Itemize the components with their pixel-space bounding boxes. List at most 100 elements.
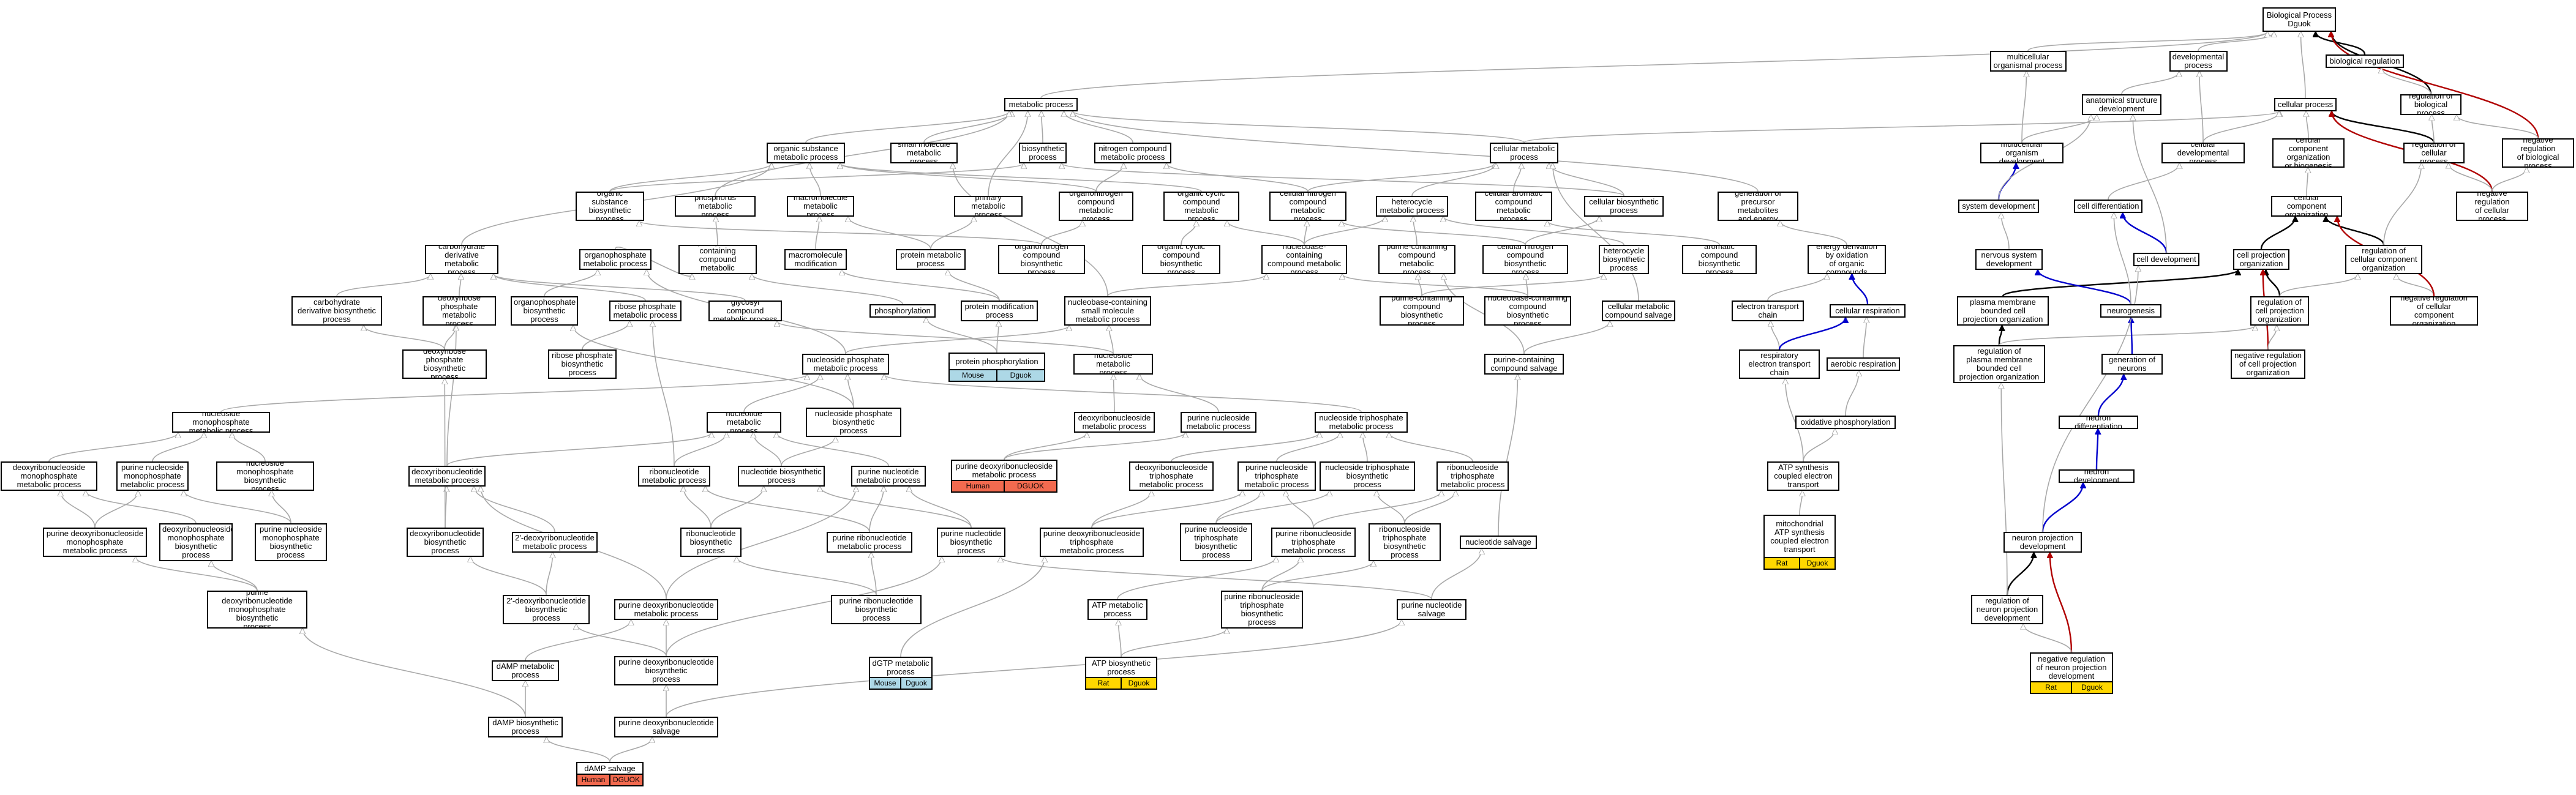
go-term-anat[interactable]: anatomical structure development xyxy=(2082,94,2161,115)
go-term-orgsub[interactable]: organic substance metabolic process xyxy=(767,143,845,163)
go-term-osbio[interactable]: organic substance biosynthetic process xyxy=(576,192,644,221)
go-term-pmbcpo[interactable]: plasma membrane bounded cell projection … xyxy=(1957,296,2049,326)
go-term-phcmet[interactable]: phosphate-containing compound metabolic … xyxy=(678,245,757,274)
go-term-neurdiff[interactable]: neuron differentiation xyxy=(2059,416,2138,429)
go-term-pdnsalv[interactable]: purine deoxyribonucleotide salvage xyxy=(614,717,718,737)
go-term-onbio[interactable]: organonitrogen compound biosynthetic pro… xyxy=(998,245,1085,274)
go-term-celldev[interactable]: cell development xyxy=(2133,253,2199,266)
go-term-ddnuctbio[interactable]: 2'-deoxyribonucleotide biosynthetic proc… xyxy=(503,595,590,624)
go-term-pnuctmet[interactable]: purine nucleotide metabolic process xyxy=(851,466,926,487)
go-term-pdnucmet[interactable]: purine deoxyribonucleoside metabolic pro… xyxy=(951,460,1057,493)
go-term-regcpo[interactable]: regulation of cell projection organizati… xyxy=(2250,296,2309,326)
go-term-cpo[interactable]: cell projection organization xyxy=(2233,249,2289,270)
go-term-dnucmet[interactable]: deoxyribonucleoside metabolic process xyxy=(1074,412,1155,433)
go-term-acbio[interactable]: aromatic compound biosynthetic process xyxy=(1682,245,1757,274)
go-term-carbbio[interactable]: carbohydrate derivative biosynthetic pro… xyxy=(291,296,382,326)
go-term-neurdev[interactable]: neuron development xyxy=(2059,469,2135,483)
go-term-cnmet[interactable]: cellular nitrogen compound metabolic pro… xyxy=(1269,192,1346,221)
go-term-cmcs[interactable]: cellular metabolic compound salvage xyxy=(1602,300,1675,321)
go-term-pnuctbio[interactable]: purine nucleotide biosynthetic process xyxy=(937,528,1005,557)
go-term-hetmet[interactable]: heterocycle metabolic process xyxy=(1376,196,1448,217)
go-term-pnsalv[interactable]: purine nucleotide salvage xyxy=(1397,599,1466,620)
go-term-pntpbio[interactable]: purine nucleoside triphosphate biosynthe… xyxy=(1180,523,1252,561)
go-term-drpbio[interactable]: deoxyribose phosphate biosynthetic proce… xyxy=(402,349,487,379)
go-term-npd[interactable]: neuron projection development xyxy=(2003,532,2082,553)
go-term-ntpmet[interactable]: nucleoside triphosphate metabolic proces… xyxy=(1315,412,1408,433)
go-term-nmpbio[interactable]: nucleoside monophosphate biosynthetic pr… xyxy=(216,461,314,491)
go-term-prntpbio[interactable]: purine ribonucleoside triphosphate biosy… xyxy=(1221,591,1303,629)
go-term-orgphbio[interactable]: organophosphate biosynthetic process xyxy=(511,296,578,326)
go-term-regpmb[interactable]: regulation of plasma membrane bounded ce… xyxy=(1953,345,2045,383)
go-term-biosyn[interactable]: biosynthetic process xyxy=(1019,143,1067,163)
go-term-pdnuctbio[interactable]: purine deoxyribonucleotide biosynthetic … xyxy=(614,656,718,685)
go-term-etc[interactable]: electron transport chain xyxy=(1732,300,1804,321)
go-term-smallmol[interactable]: small molecule metabolic process xyxy=(890,143,958,163)
go-term-dnuctbio[interactable]: deoxyribonucleotide biosynthetic process xyxy=(407,528,484,557)
go-term-prnuctbio[interactable]: purine ribonucleotide biosynthetic proce… xyxy=(831,595,922,624)
go-term-pdnmpbio[interactable]: purine deoxyribonucleotide monophosphate… xyxy=(207,591,307,629)
go-term-pnmpmet[interactable]: purine nucleoside monophosphate metaboli… xyxy=(116,461,189,491)
go-term-nbcmet[interactable]: nucleobase-containing compound metabolic… xyxy=(1261,245,1347,274)
go-term-bp[interactable]: Biological Process Dguok xyxy=(2262,7,2336,32)
go-term-atpmet[interactable]: ATP metabolic process xyxy=(1087,599,1147,620)
go-term-pcbio[interactable]: purine-containing compound biosynthetic … xyxy=(1380,296,1464,326)
go-term-cresp[interactable]: cellular respiration xyxy=(1830,304,1906,318)
go-term-macromol[interactable]: macromolecule metabolic process xyxy=(787,196,854,217)
go-term-rpmet[interactable]: ribose phosphate metabolic process xyxy=(609,300,682,321)
go-term-negregcp[interactable]: negative regulation of cellular process xyxy=(2456,192,2528,221)
go-term-primmet[interactable]: primary metabolic process xyxy=(954,196,1023,217)
go-term-ocmet[interactable]: organic cyclic compound metabolic proces… xyxy=(1163,192,1239,221)
go-term-mmmod[interactable]: macromolecule modification xyxy=(784,249,847,270)
go-term-mcdev[interactable]: multicellular organism development xyxy=(1980,143,2063,163)
go-term-pcmet[interactable]: purine-containing compound metabolic pro… xyxy=(1378,245,1455,274)
go-term-protmod[interactable]: protein modification process xyxy=(961,300,1038,321)
go-term-negregbp[interactable]: negative regulation of biological proces… xyxy=(2502,138,2574,168)
go-term-sysdev[interactable]: system development xyxy=(1958,200,2039,213)
go-term-regnpd[interactable]: regulation of neuron projection developm… xyxy=(1971,595,2043,624)
go-term-energy[interactable]: energy derivation by oxidation of organi… xyxy=(1808,245,1886,274)
go-term-ddnuctmet[interactable]: 2'-deoxyribonucleotide metabolic process xyxy=(512,532,598,553)
go-term-ntpbio[interactable]: nucleoside triphosphate biosynthetic pro… xyxy=(1320,461,1415,491)
go-term-carbmet[interactable]: carbohydrate derivative metabolic proces… xyxy=(425,245,498,274)
go-term-damp[interactable]: dAMP metabolic process xyxy=(492,660,559,681)
go-term-cellproc[interactable]: cellular process xyxy=(2274,98,2337,111)
go-term-dnuctmet[interactable]: deoxyribonucleotide metabolic process xyxy=(408,466,486,487)
go-term-metab[interactable]: metabolic process xyxy=(1004,98,1078,111)
go-term-regbp[interactable]: regulation of biological process xyxy=(2400,94,2461,115)
go-term-nspmet[interactable]: nucleoside phosphate metabolic process xyxy=(802,354,889,375)
go-term-celldevp[interactable]: cellular developmental process xyxy=(2161,143,2245,163)
go-term-prntpmet[interactable]: purine ribonucleoside triphosphate metab… xyxy=(1271,528,1356,557)
go-term-regcco[interactable]: regulation of cellular component organiz… xyxy=(2345,245,2422,274)
go-term-rntpmet[interactable]: ribonucleoside triphosphate metabolic pr… xyxy=(1436,461,1509,491)
go-term-ccorg2[interactable]: cellular component organization xyxy=(2271,196,2342,217)
go-term-nsdev[interactable]: nervous system development xyxy=(1975,249,2043,270)
go-term-mito[interactable]: mitochondrial ATP synthesis coupled elec… xyxy=(1763,515,1836,570)
go-term-negregcpo[interactable]: negative regulation of cell projection o… xyxy=(2231,349,2305,379)
go-term-rntpbio[interactable]: ribonucleoside triphosphate biosynthetic… xyxy=(1369,523,1441,561)
go-term-onmet[interactable]: organonitrogen compound metabolic proces… xyxy=(1059,192,1133,221)
go-term-negregnpd[interactable]: negative regulation of neuron projection… xyxy=(2030,652,2113,694)
go-term-pcsalv[interactable]: purine-containing compound salvage xyxy=(1484,354,1564,375)
go-term-camet[interactable]: cellular aromatic compound metabolic pro… xyxy=(1475,192,1552,221)
go-term-nuclsalv[interactable]: nucleotide salvage xyxy=(1460,536,1537,549)
go-term-dampbio[interactable]: dAMP biosynthetic process xyxy=(488,717,563,737)
go-term-nmpmet[interactable]: nucleoside monophosphate metabolic proce… xyxy=(172,412,270,433)
go-term-pntpmet[interactable]: purine nucleoside triphosphate metabolic… xyxy=(1237,461,1316,491)
go-term-regcp[interactable]: regulation of cellular process xyxy=(2403,143,2465,163)
go-term-rpbio[interactable]: ribose phosphate biosynthetic process xyxy=(548,349,617,379)
go-term-retc[interactable]: respiratory electron transport chain xyxy=(1739,349,1820,379)
go-term-rnuctmet[interactable]: ribonucleotide metabolic process xyxy=(638,466,710,487)
go-term-oxphos[interactable]: oxidative phosphorylation xyxy=(1795,416,1896,429)
go-term-nbcbio[interactable]: nucleobase-containing compound biosynthe… xyxy=(1484,296,1571,326)
go-term-rnuctbio[interactable]: ribonucleotide biosynthetic process xyxy=(680,528,742,557)
go-term-phosph[interactable]: phosphorylation xyxy=(869,304,936,318)
go-term-ocbio[interactable]: organic cyclic compound biosynthetic pro… xyxy=(1142,245,1220,274)
go-term-pnucmet[interactable]: purine nucleoside metabolic process xyxy=(1181,412,1256,433)
go-term-nspbio[interactable]: nucleoside phosphate biosynthetic proces… xyxy=(806,408,901,437)
go-term-celldiff[interactable]: cell differentiation xyxy=(2074,200,2142,213)
go-term-genneur[interactable]: generation of neurons xyxy=(2101,354,2163,375)
go-term-prnuctmet[interactable]: purine ribonucleotide metabolic process xyxy=(827,532,912,553)
